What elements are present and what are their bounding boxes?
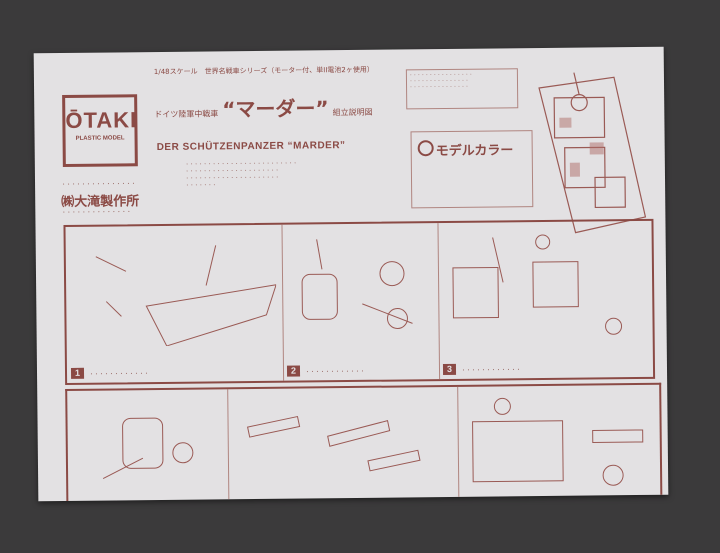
tank-illustration [538, 72, 647, 234]
instruction-sheet: ŌTAKI PLASTIC MODEL ・・・・・・・・・・・・・・・ ㈱大滝製… [33, 46, 669, 502]
step-3-number: 3 [442, 363, 457, 376]
model-color-label: モデルカラー [435, 143, 514, 160]
step-6-panel [457, 385, 664, 497]
step-1-drawing [95, 245, 277, 347]
step-4-panel [67, 389, 230, 501]
english-title: DER SCHÜTZENPANZER “MARDER” [156, 140, 346, 154]
title-prefix: ドイツ陸軍中戦車 [154, 109, 219, 120]
scale-series-line: 1/48スケール 世界名戦車シリーズ（モーター付、単II電池2ヶ使用） [153, 65, 374, 77]
title-name: “マーダー” [222, 96, 329, 122]
model-color-box: モデルカラー [410, 130, 534, 209]
logo-subtitle: PLASTIC MODEL [75, 135, 125, 142]
step-1-number: 1 [70, 367, 85, 379]
spec-data-block: ・・・・・・・・・・・・・・・・・・・・・・・・・・・・・・・・・・・・・・・・… [184, 161, 298, 189]
step-3-caption: ・・・・・・・・・・・・ [460, 367, 522, 374]
step-2-panel: 2 ・・・・・・・・・・・・ [281, 223, 441, 381]
step-3-drawing [452, 234, 623, 335]
notice-box: ・・・・・・・・・・・・・・・・・・・・・・・・・・・・・・・・・・・・・・・・… [405, 68, 519, 110]
step-3-panel: 3 ・・・・・・・・・・・・ [437, 221, 653, 379]
model-color-logo-icon [417, 140, 434, 157]
otaki-logo: ŌTAKI PLASTIC MODEL [62, 94, 138, 168]
step-6-drawing [472, 397, 644, 486]
title-suffix: 組立説明図 [332, 107, 373, 118]
japanese-title: ドイツ陸軍中戦車“マーダー”組立説明図 [154, 92, 373, 123]
step-2-caption: ・・・・・・・・・・・・ [304, 368, 366, 376]
step-1-panel: 1 ・・・・・・・・・・・・ [65, 224, 285, 383]
address-text: ・・・・・・・・・・・・・・・ [61, 181, 137, 189]
step-2-number: 2 [286, 365, 301, 377]
step-5-drawing [247, 415, 421, 472]
step-4-drawing [102, 417, 194, 480]
maker-name: ㈱大滝製作所 [61, 194, 140, 211]
phone-text: ・・・・・・・・・・・・・・ [61, 209, 132, 217]
step-1-caption: ・・・・・・・・・・・・ [89, 371, 150, 378]
step-5-panel [227, 386, 460, 500]
steps-4-6-frame [65, 382, 664, 501]
steps-1-3-frame: 1 ・・・・・・・・・・・・ 2 ・・・・・・・・・・・・ 3 ・・・・・・・・… [63, 218, 656, 385]
logo-brand: ŌTAKI [65, 107, 138, 133]
step-2-drawing [301, 239, 413, 330]
